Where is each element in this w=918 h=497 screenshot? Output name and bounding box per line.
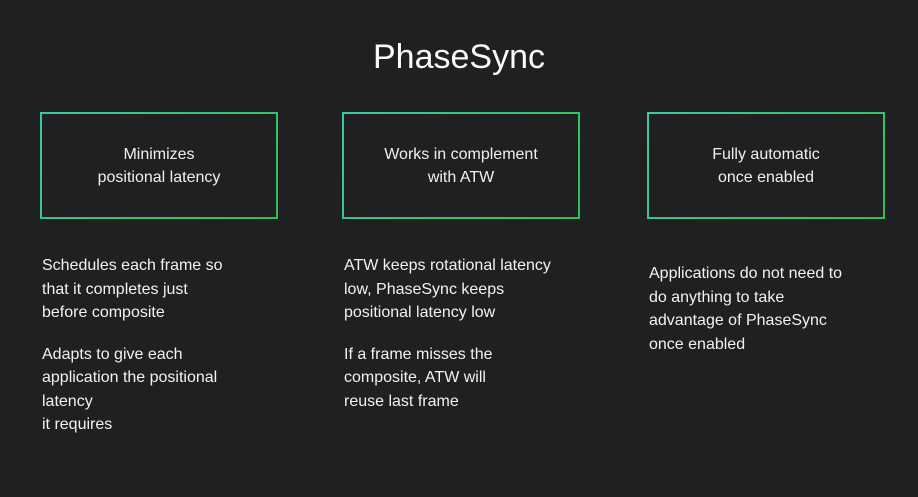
paragraph: Adapts to give each application the posi… <box>42 345 218 434</box>
feature-box-positional-latency: Minimizes positional latency <box>40 112 278 219</box>
feature-box-atw: Works in complement with ATW <box>342 112 580 219</box>
paragraph: ATW keeps rotational latency low, PhaseS… <box>344 257 551 321</box>
paragraph: If a frame misses the composite, ATW wil… <box>344 345 493 410</box>
paragraph: Schedules each frame so that it complete… <box>42 257 223 321</box>
feature-heading: Minimizes positional latency <box>97 145 221 186</box>
feature-heading: Fully automatic once enabled <box>712 145 820 186</box>
feature-heading: Works in complement with ATW <box>384 145 538 186</box>
column-3-text: Applications do not need to do anything … <box>649 262 842 374</box>
slide-title: PhaseSync <box>373 38 545 76</box>
column-1-text: Schedules each frame so that it complete… <box>42 254 223 455</box>
feature-box-automatic: Fully automatic once enabled <box>647 112 885 219</box>
column-2-text: ATW keeps rotational latency low, PhaseS… <box>344 254 551 431</box>
paragraph: Applications do not need to do anything … <box>649 265 843 353</box>
